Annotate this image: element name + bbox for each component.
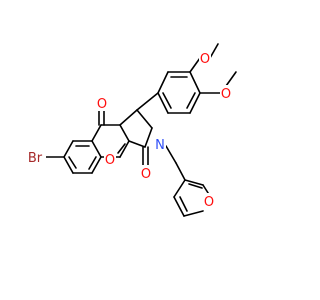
bonds <box>44 43 237 217</box>
bond-benzo-inner-b <box>88 156 97 170</box>
bond-ome-right-2 <box>225 71 237 87</box>
bond-ome-top-2 <box>209 43 219 59</box>
bond-ch2-furan <box>175 162 186 181</box>
bond-furan-3 <box>183 210 204 217</box>
bond-aryl-1 <box>157 71 169 94</box>
ketone-oxygen-label: O <box>97 97 107 112</box>
bond-pyran-double <box>117 143 126 154</box>
ring-oxygen-label: O <box>105 153 115 168</box>
bond-benzo-6 <box>63 156 74 174</box>
molecule-diagram: Br O O O N O O O <box>24 43 237 217</box>
bond-pyrrol-2 <box>136 109 153 129</box>
bond-aryl-4 <box>189 92 201 114</box>
bond-aryl-inner-b <box>186 92 196 109</box>
bond-pyrrol-4 <box>128 140 146 148</box>
bond-benzo-4 <box>91 156 102 174</box>
bond-benzo-inner-c <box>68 156 77 169</box>
furan-oxygen-label: O <box>204 195 214 210</box>
bond-furan-inner-b <box>188 183 203 189</box>
bond-benzo-1 <box>63 140 74 158</box>
bond-pyrrol-3 <box>144 127 153 148</box>
bond-furan-1 <box>173 179 186 198</box>
bond-n-ch2 <box>165 145 177 164</box>
lactam-oxygen-label: O <box>141 167 151 182</box>
bromine-label: Br <box>28 151 43 166</box>
bond-aryl-3 <box>189 71 201 94</box>
nitrogen-label: N <box>155 138 165 153</box>
bond-furan-inner-a <box>179 196 188 212</box>
bond-aryl-attach <box>136 92 159 111</box>
bond-pyran-3 <box>119 124 130 142</box>
bond-benzo-3 <box>91 140 102 158</box>
bond-pyrrol-1 <box>119 109 138 126</box>
bond-pyran-1 <box>91 124 102 142</box>
methoxy-right-oxygen-label: O <box>221 87 231 102</box>
bond-pyran-4 <box>119 140 130 158</box>
bond-furan-5 <box>184 179 204 186</box>
bond-furan-2 <box>173 196 185 217</box>
bond-ome-top-1 <box>189 57 201 73</box>
bond-aryl-6 <box>157 92 169 114</box>
methoxy-top-oxygen-label: O <box>200 52 210 67</box>
bond-aryl-inner-c <box>162 92 172 109</box>
atom-labels: Br O O O N O O O <box>24 50 232 210</box>
